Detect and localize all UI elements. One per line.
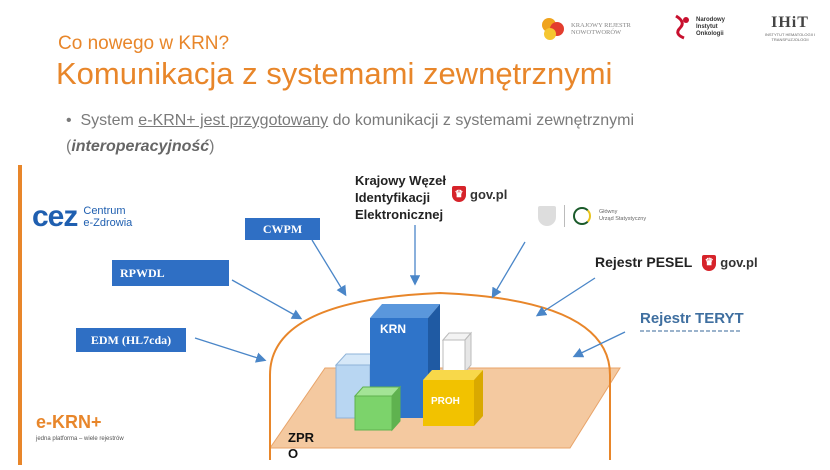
iht-logo: IHiT INSTYTUT HEMATOLOGII I TRANSFUZJOLO… bbox=[760, 14, 820, 42]
slide-title: Komunikacja z systemami zewnętrznymi bbox=[56, 56, 613, 91]
slide-subtitle: Co nowego w KRN? bbox=[58, 33, 230, 54]
cez-logo: cez Centrum e-Zdrowia bbox=[32, 200, 132, 234]
nio-logo-line3: Onkologii bbox=[696, 30, 724, 37]
gus-logo: Główny Urząd Statystyczny bbox=[538, 205, 646, 227]
block-proh-label: PROH bbox=[431, 396, 460, 407]
system-edm: EDM (HL7cda) bbox=[76, 328, 186, 352]
arrow-pesel bbox=[535, 277, 596, 317]
arrow-cwpm bbox=[311, 239, 347, 297]
block-green bbox=[354, 395, 393, 431]
krn-logo-icon bbox=[542, 18, 564, 40]
gus-line1: Główny bbox=[599, 209, 618, 215]
kwie-line2: Identyfikacji bbox=[355, 190, 431, 205]
cez-logo-line1: Centrum bbox=[83, 205, 126, 217]
eagle-icon: ♛ bbox=[702, 254, 717, 271]
ekrn-brand-tagline: jedna platforma – wiele rejestrów bbox=[36, 436, 124, 442]
block-krn-label: KRN bbox=[380, 322, 406, 336]
system-cwpm: CWPM bbox=[245, 218, 320, 240]
block-white bbox=[442, 339, 466, 373]
arrow-rpwdl bbox=[231, 279, 303, 320]
teryt-label-a: Rejestr bbox=[640, 310, 696, 327]
nio-logo: Narodowy Instytut Onkologii bbox=[672, 14, 725, 40]
pesel-gov-text: gov.pl bbox=[720, 255, 758, 270]
kwie-line3: Elektronicznej bbox=[355, 207, 444, 222]
kwie-gov-logo: ♛ gov.pl bbox=[452, 186, 507, 202]
nio-logo-line1: Narodowy bbox=[696, 16, 726, 23]
teryt-label-b: TERYT bbox=[695, 310, 744, 327]
gus-circle-icon bbox=[573, 207, 591, 225]
zpro-line1: ZPR bbox=[288, 430, 314, 445]
bullet-part1: System bbox=[80, 112, 139, 129]
krn-logo-line2: NOWOTWORÓW bbox=[571, 29, 622, 36]
eagle-icon bbox=[538, 206, 556, 226]
eagle-icon: ♛ bbox=[452, 186, 466, 202]
ekrn-brand: e-KRN+ jedna platforma – wiele rejestrów bbox=[36, 412, 124, 442]
cez-logo-line2: e-Zdrowia bbox=[83, 217, 133, 229]
block-proh bbox=[423, 380, 474, 426]
krn-logo-line1: KRAJOWY REJESTR bbox=[571, 22, 631, 29]
system-teryt: Rejestr TERYT bbox=[640, 310, 744, 332]
bullet-underlined: e-KRN+ jest przygotowany bbox=[138, 112, 329, 129]
bullet-paren-open: ( bbox=[66, 138, 72, 155]
system-rpwdl-label: RPWDL bbox=[120, 265, 165, 280]
gus-line2: Urząd Statystyczny bbox=[599, 216, 647, 222]
cez-logo-mark: cez bbox=[32, 200, 78, 233]
krn-logo: KRAJOWY REJESTR NOWOTWORÓW bbox=[540, 16, 631, 42]
kwie-gov-text: gov.pl bbox=[470, 186, 508, 202]
block-zpro-label: ZPR O bbox=[288, 430, 314, 462]
zpro-line2: O bbox=[288, 446, 299, 461]
left-accent-bar bbox=[18, 165, 22, 465]
bullet-text: • System e-KRN+ jest przygotowany do kom… bbox=[66, 108, 766, 160]
iht-logo-sub: INSTYTUT HEMATOLOGII I TRANSFUZJOLOGII bbox=[764, 32, 816, 42]
pesel-label: Rejestr PESEL bbox=[595, 254, 693, 270]
arrow-gus bbox=[491, 241, 526, 299]
diagram-dome bbox=[269, 291, 611, 460]
arrow-teryt bbox=[572, 331, 626, 358]
pesel-gov-logo: ♛ gov.pl bbox=[702, 254, 758, 271]
system-kwie: Krajowy Węzeł Identyfikacji Elektroniczn… bbox=[355, 172, 446, 223]
bullet-emphasis: interoperacyjność bbox=[71, 138, 210, 155]
bullet-paren-close: ) bbox=[209, 138, 215, 155]
nio-logo-line2: Instytut bbox=[696, 23, 718, 30]
system-rpwdl: RPWDL bbox=[112, 260, 229, 286]
ekrn-brand-name: e-KRN+ bbox=[36, 412, 102, 432]
system-pesel: Rejestr PESEL ♛ gov.pl bbox=[595, 254, 758, 271]
kwie-line1: Krajowy Węzeł bbox=[355, 173, 447, 188]
bullet-part3: do komunikacji z systemami zewnętrznymi bbox=[328, 112, 635, 129]
bullet-dot: • bbox=[66, 112, 81, 129]
nio-logo-icon bbox=[675, 14, 689, 40]
arrow-edm bbox=[194, 337, 267, 363]
iht-logo-text: IHiT bbox=[771, 14, 809, 31]
